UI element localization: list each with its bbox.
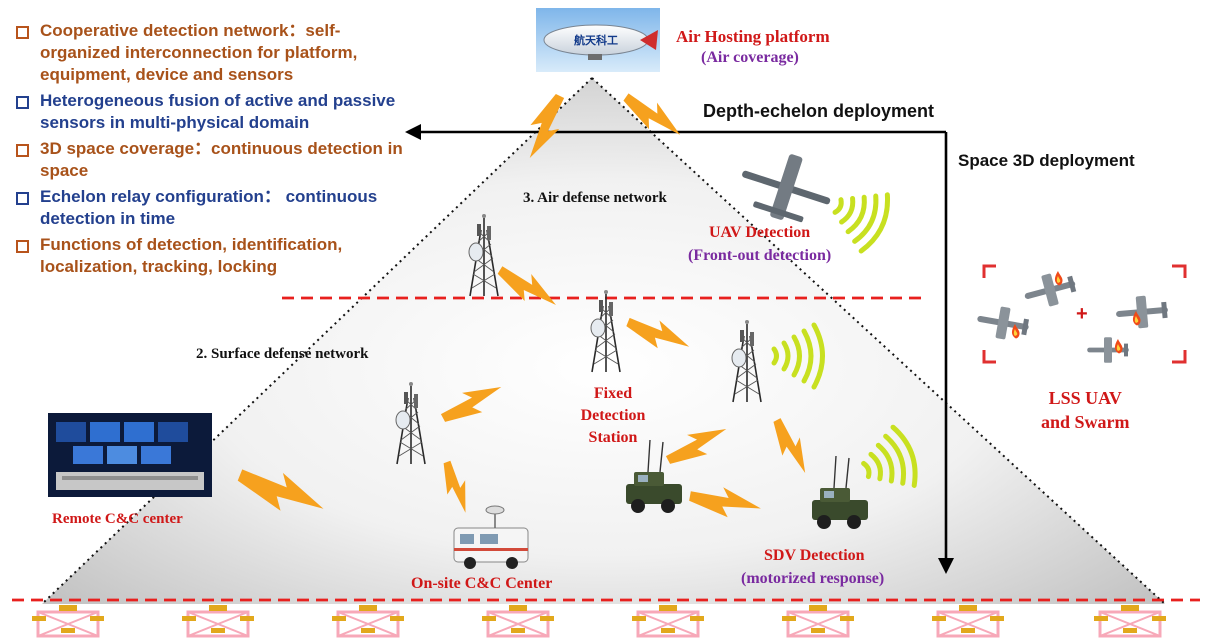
bullet-text: Heterogeneous fusion of active and passi… — [40, 91, 396, 132]
lss-swarm-line: LSS UAV — [1048, 388, 1122, 408]
bullet-item: 3D space coverage：continuous detection i… — [14, 138, 409, 182]
airship-lettering: 航天科工 — [574, 33, 618, 47]
ground-node — [180, 603, 256, 638]
lss-swarm-brackets — [982, 264, 1187, 364]
ground-node — [780, 603, 856, 638]
onsite-van-image — [453, 505, 529, 569]
pyramid-right-edge — [591, 77, 1166, 605]
lss-swarm-line: and Swarm — [1041, 412, 1130, 432]
air-platform-title: Air Hosting platform — [676, 27, 830, 46]
fixed-station-line: Fixed — [593, 385, 633, 402]
bullet-text: 3D space coverage：continuous detection i… — [40, 139, 403, 180]
swarm-drone — [1114, 293, 1170, 331]
bullet-item: Heterogeneous fusion of active and passi… — [14, 90, 409, 134]
depth-echelon-label: Depth-echelon deployment — [703, 101, 935, 121]
bullet-item: Echelon relay configuration： continuous … — [14, 186, 409, 230]
remote-cc-label: Remote C&C center — [52, 511, 183, 527]
fixed-station-line: Detection — [580, 407, 646, 424]
air-platform-subtitle: (Air coverage) — [701, 49, 799, 66]
pyramid-left-edge — [41, 77, 593, 605]
plus-sign: + — [1076, 303, 1088, 325]
bullet-text: Functions of detection, identification, … — [40, 235, 343, 276]
bullet-text: Cooperative detection network：self-organ… — [40, 21, 358, 84]
bullet-square-icon — [16, 240, 29, 253]
surface-defense-network-label: 2. Surface defense network — [196, 346, 369, 362]
swarm-drone — [1020, 267, 1080, 313]
coverage-pyramid — [42, 78, 1165, 604]
bullet-item: Cooperative detection network：self-organ… — [14, 20, 409, 86]
space-3d-arrowhead — [938, 558, 954, 574]
ground-node — [630, 603, 706, 638]
uav-detection-sublabel: (Front-out detection) — [688, 247, 832, 264]
bullet-square-icon — [16, 96, 29, 109]
fixed-station-line: Station — [588, 429, 638, 446]
depth-echelon-arrowhead — [405, 124, 421, 140]
onsite-cc-label: On-site C&C Center — [411, 575, 553, 592]
ground-node — [480, 603, 556, 638]
ground-node — [1092, 603, 1168, 638]
ground-node — [930, 603, 1006, 638]
uav-image — [742, 154, 831, 223]
sdv-detection-sublabel: (motorized response) — [741, 570, 885, 587]
lss-swarm-label: LSS UAV and Swarm — [1041, 386, 1130, 434]
sdv-detection-label: SDV Detection — [764, 547, 865, 564]
bullet-square-icon — [16, 192, 29, 205]
fixed-station-label: Fixed Detection Station — [568, 383, 658, 449]
space-3d-label: Space 3D deployment — [958, 151, 1135, 170]
airship-image: 航天科工 — [536, 8, 660, 72]
ground-node — [330, 603, 406, 638]
uav-detection-waves — [825, 178, 895, 255]
bullet-square-icon — [16, 144, 29, 157]
uav-detection-label: UAV Detection — [709, 224, 811, 241]
bullet-text: Echelon relay configuration： continuous … — [40, 187, 378, 228]
remote-cc-image — [48, 413, 212, 497]
swarm-drone — [1087, 337, 1129, 363]
bullet-square-icon — [16, 26, 29, 39]
swarm-drone — [974, 302, 1032, 344]
feature-bullet-list: Cooperative detection network：self-organ… — [14, 20, 409, 282]
bullet-item: Functions of detection, identification, … — [14, 234, 409, 278]
air-defense-network-label: 3. Air defense network — [523, 190, 667, 206]
ground-node — [30, 603, 106, 638]
fire-icon — [1054, 271, 1063, 286]
